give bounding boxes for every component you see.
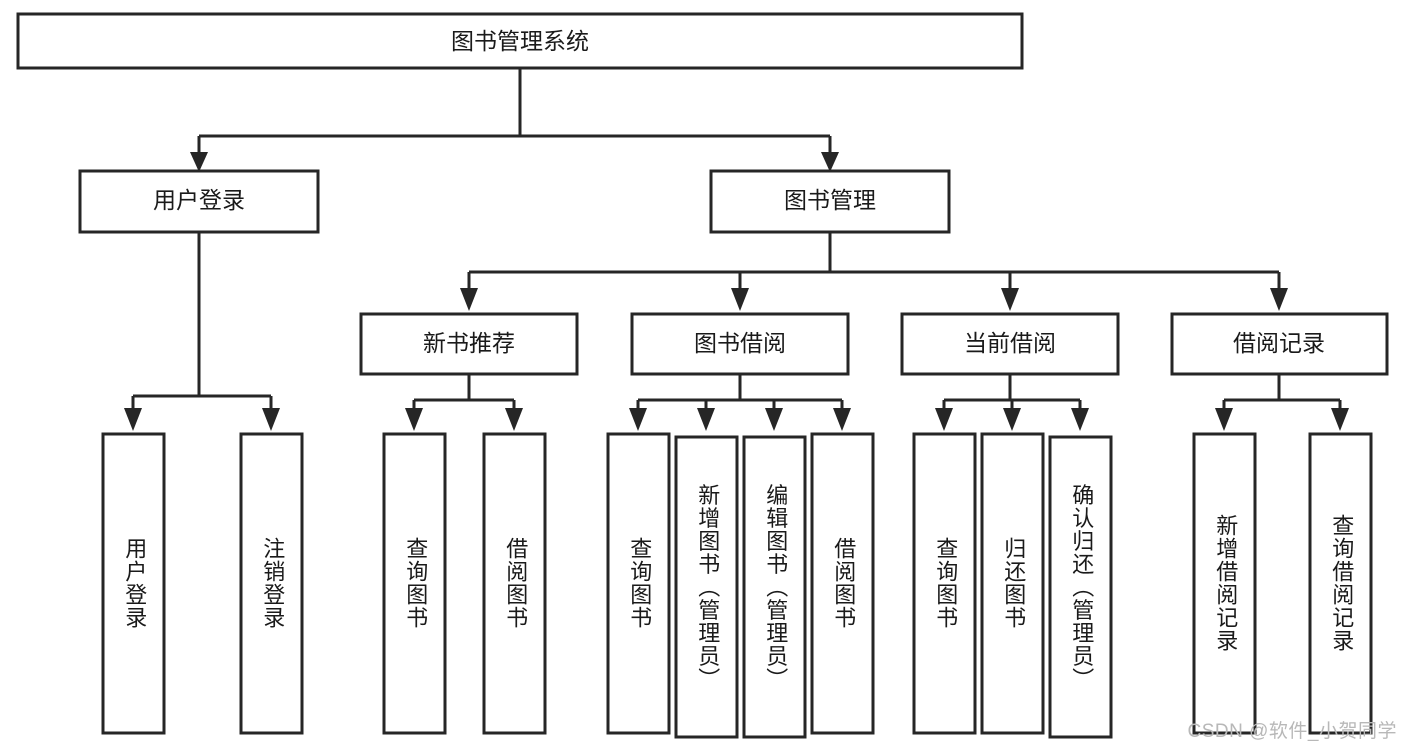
node-leaf-borrow-book-1-box[interactable] [482, 432, 547, 735]
node-leaf-borrow-book-2-box[interactable] [810, 432, 875, 735]
node-current-borrow[interactable]: 当前借阅 [900, 312, 1120, 376]
arrowhead-to-leaf-add-record [1215, 408, 1233, 431]
node-leaf-add-book-label: 新增图书（管理员） [695, 484, 720, 691]
arrowhead-to-leaf-return-book [1003, 408, 1021, 431]
node-leaf-confirm-return[interactable]: 确认归还（管理员） [1048, 435, 1113, 739]
node-leaf-user-login-box[interactable] [101, 432, 166, 735]
node-borrow-record-box[interactable] [1170, 312, 1389, 376]
arrowhead-to-leaf-edit-book [765, 408, 783, 431]
node-new-book-rec-box[interactable] [359, 312, 579, 376]
node-borrow-record-label: 借阅记录 [1233, 330, 1325, 356]
node-leaf-query-book-2[interactable]: 查询图书 [606, 432, 671, 735]
arrowhead-to-leaf-borrow-book-1 [505, 408, 523, 431]
arrowhead-to-leaf-borrow-book-2 [833, 408, 851, 431]
node-leaf-query-book-3[interactable]: 查询图书 [912, 432, 977, 735]
node-leaf-query-record-label: 查询借阅记录 [1329, 514, 1354, 652]
node-current-borrow-box[interactable] [900, 312, 1120, 376]
node-leaf-edit-book-box[interactable] [742, 435, 807, 739]
node-leaf-add-record-box[interactable] [1192, 432, 1257, 735]
node-leaf-borrow-book-1-label: 借阅图书 [503, 537, 528, 629]
arrowhead-to-leaf-query-record [1331, 408, 1349, 431]
node-leaf-add-book-box[interactable] [674, 435, 739, 739]
arrowhead-to-leaf-user-login [124, 408, 142, 431]
connector-new-book-rec-to-bus [412, 374, 516, 414]
node-leaf-logout[interactable]: 注销登录 [239, 432, 304, 735]
connector-current-borrow-to-bus [942, 374, 1082, 414]
node-root-label: 图书管理系统 [451, 28, 589, 54]
node-leaf-borrow-book-1[interactable]: 借阅图书 [482, 432, 547, 735]
node-book-manage-box[interactable] [709, 169, 951, 234]
node-leaf-logout-label: 注销登录 [260, 537, 285, 629]
node-borrow-record[interactable]: 借阅记录 [1170, 312, 1389, 376]
arrowhead-to-leaf-logout [262, 408, 280, 431]
node-leaf-return-book[interactable]: 归还图书 [980, 432, 1045, 735]
node-leaf-edit-book[interactable]: 编辑图书（管理员） [742, 435, 807, 739]
node-book-borrow[interactable]: 图书借阅 [630, 312, 850, 376]
connector-user-login-to-bus [131, 232, 273, 414]
arrowhead-to-borrow-record [1270, 288, 1288, 311]
node-book-manage-label: 图书管理 [784, 187, 876, 213]
arrowhead-to-book-manage [821, 152, 839, 172]
arrowhead-to-leaf-query-book-3 [935, 408, 953, 431]
arrowhead-to-leaf-query-book-2 [629, 408, 647, 431]
node-leaf-confirm-return-label: 确认归还（管理员） [1069, 484, 1094, 691]
node-leaf-add-record-label: 新增借阅记录 [1213, 514, 1238, 652]
node-new-book-rec-label: 新书推荐 [423, 330, 515, 356]
arrowhead-to-leaf-add-book [697, 408, 715, 431]
arrowhead-to-current-borrow [1001, 288, 1019, 311]
node-leaf-query-record[interactable]: 查询借阅记录 [1308, 432, 1373, 735]
node-root-box[interactable] [16, 12, 1024, 70]
node-leaf-borrow-book-2[interactable]: 借阅图书 [810, 432, 875, 735]
arrowhead-to-user-login [190, 152, 208, 172]
node-current-borrow-label: 当前借阅 [964, 330, 1056, 356]
connector-borrow-record-to-bus [1222, 374, 1342, 414]
node-leaf-user-login[interactable]: 用户登录 [101, 432, 166, 735]
node-leaf-query-book-2-label: 查询图书 [627, 537, 652, 629]
node-leaf-query-book-1[interactable]: 查询图书 [382, 432, 447, 735]
node-user-login-label: 用户登录 [153, 187, 245, 213]
node-leaf-edit-book-label: 编辑图书（管理员） [763, 484, 788, 691]
connector-root-to-bus [197, 68, 832, 160]
node-leaf-logout-box[interactable] [239, 432, 304, 735]
node-leaf-borrow-book-2-label: 借阅图书 [831, 537, 856, 629]
arrowhead-to-new-book-rec [460, 288, 478, 311]
node-leaf-add-record[interactable]: 新增借阅记录 [1192, 432, 1257, 735]
arrowhead-to-leaf-confirm-return [1071, 408, 1089, 431]
node-new-book-rec[interactable]: 新书推荐 [359, 312, 579, 376]
node-leaf-return-book-box[interactable] [980, 432, 1045, 735]
node-book-borrow-box[interactable] [630, 312, 850, 376]
arrowhead-to-leaf-query-book-1 [405, 408, 423, 431]
node-user-login-box[interactable] [78, 169, 320, 234]
connector-book-borrow-to-bus [636, 374, 844, 414]
node-leaf-confirm-return-box[interactable] [1048, 435, 1113, 739]
node-leaf-query-book-1-box[interactable] [382, 432, 447, 735]
node-leaf-query-book-2-box[interactable] [606, 432, 671, 735]
node-book-manage[interactable]: 图书管理 [709, 169, 951, 234]
connector-layer [124, 68, 1349, 431]
connector-book-manage-to-bus [467, 232, 1281, 292]
node-leaf-query-record-box[interactable] [1308, 432, 1373, 735]
node-leaf-add-book[interactable]: 新增图书（管理员） [674, 435, 739, 739]
node-user-login[interactable]: 用户登录 [78, 169, 320, 234]
node-book-borrow-label: 图书借阅 [694, 330, 786, 356]
csdn-watermark: CSDN @软件_小贺同学 [1187, 721, 1397, 742]
node-leaf-return-book-label: 归还图书 [1001, 537, 1026, 629]
node-root[interactable]: 图书管理系统 [16, 12, 1024, 70]
arrowhead-to-book-borrow [731, 288, 749, 311]
node-leaf-query-book-1-label: 查询图书 [403, 537, 428, 629]
node-leaf-query-book-3-box[interactable] [912, 432, 977, 735]
node-leaf-query-book-3-label: 查询图书 [933, 537, 958, 629]
node-leaf-user-login-label: 用户登录 [122, 537, 147, 629]
